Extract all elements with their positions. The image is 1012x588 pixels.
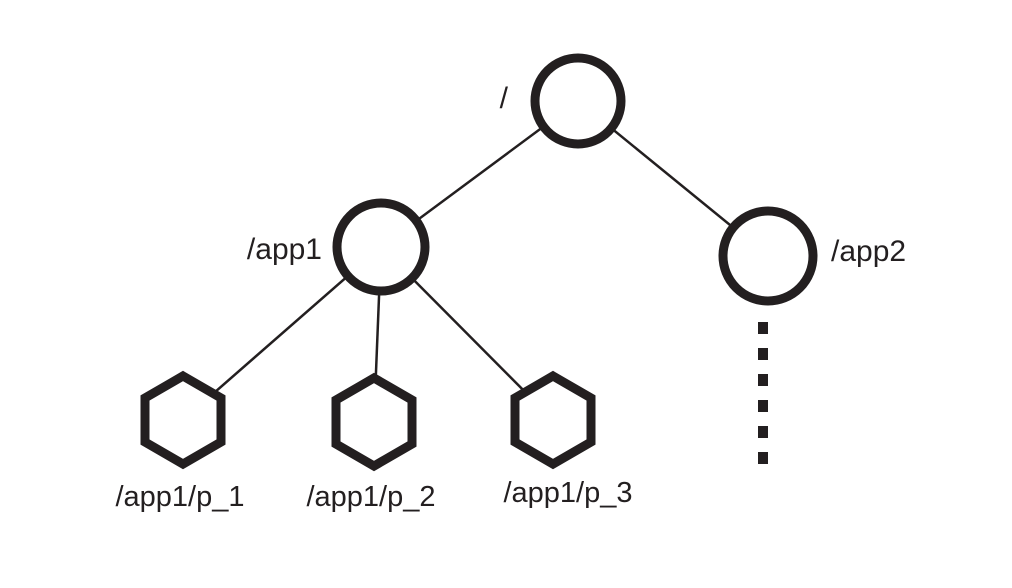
node-p2-label: /app1/p_2 (306, 481, 435, 513)
node-p2-hexagon (331, 372, 417, 472)
node-p3-label: /app1/p_3 (503, 477, 632, 509)
node-p3-hexagon (510, 370, 596, 470)
node-app2-label: /app2 (831, 235, 906, 268)
node-p1-label: /app1/p_1 (115, 481, 244, 513)
node-p1-hexagon (140, 370, 226, 470)
node-app2-circle (718, 206, 818, 306)
node-root-label: / (500, 82, 509, 115)
node-root-circle (530, 53, 626, 149)
node-app1-circle (332, 198, 430, 296)
node-app1-label: /app1 (247, 233, 322, 266)
